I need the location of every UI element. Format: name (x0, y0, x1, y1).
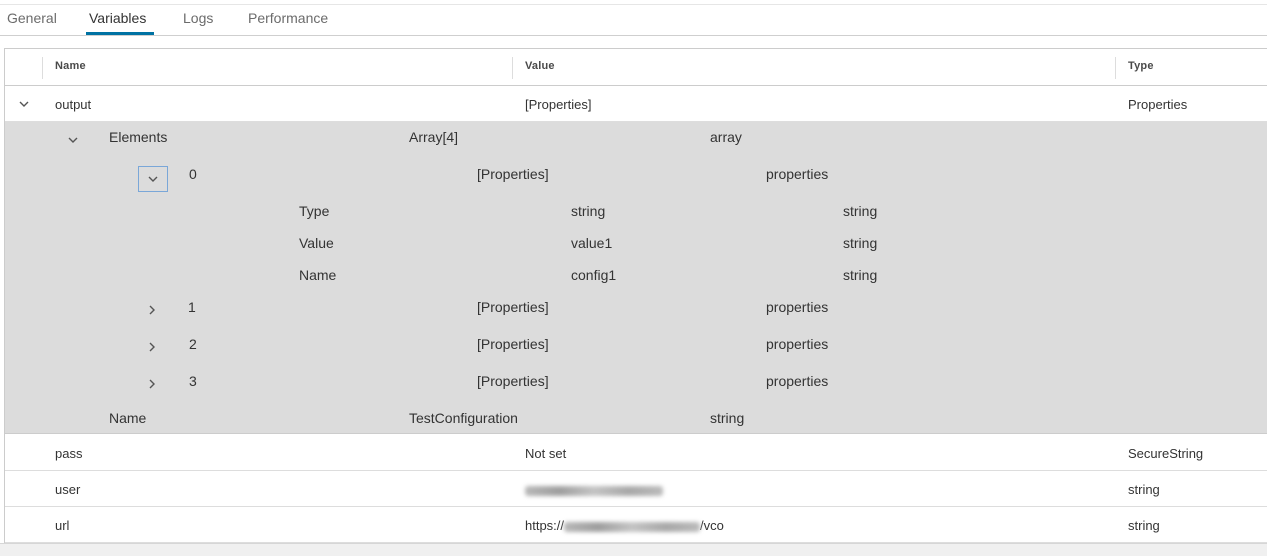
chevron-right-icon[interactable] (145, 303, 159, 317)
item-index: 1 (188, 299, 196, 315)
item-index: 3 (189, 373, 197, 389)
url-prefix: https:// (525, 518, 565, 533)
column-header-name[interactable]: Name (55, 60, 86, 72)
table-row-user[interactable]: user string (5, 471, 1267, 507)
item-type: properties (766, 166, 829, 182)
name-prop-value: TestConfiguration (409, 410, 518, 426)
item-value: [Properties] (477, 299, 549, 315)
row-value: https:// /vco (525, 518, 724, 533)
column-separator (42, 57, 43, 79)
tab-performance[interactable]: Performance (248, 10, 329, 26)
prop-name: Name (299, 267, 337, 283)
redacted-value (525, 482, 663, 497)
prop-type: string (843, 267, 878, 283)
column-header-value[interactable]: Value (525, 60, 555, 72)
row-value: Not set (525, 446, 567, 461)
row-name: url (55, 518, 70, 533)
chevron-down-icon[interactable] (66, 133, 80, 147)
active-tab-indicator (86, 32, 154, 35)
row-type: string (1128, 482, 1160, 497)
name-prop-name: Name (109, 410, 147, 426)
chevron-right-icon[interactable] (145, 377, 159, 391)
chevron-right-icon[interactable] (145, 340, 159, 354)
table-row-pass[interactable]: pass Not set SecureString (5, 435, 1267, 471)
output-detail-panel: Elements Array[4] array 0 [Properties] p… (5, 122, 1267, 434)
item-value: [Properties] (477, 336, 549, 352)
url-suffix: /vco (700, 518, 724, 533)
tab-bar: General Variables Logs Performance (0, 0, 1267, 36)
tab-general[interactable]: General (7, 10, 57, 26)
row-type: string (1128, 518, 1160, 533)
item-type: properties (766, 373, 829, 389)
variables-grid: Name Value Type output [Properties] Prop… (4, 48, 1267, 545)
prop-type: string (843, 235, 878, 251)
tab-variables[interactable]: Variables (89, 10, 147, 26)
grid-header: Name Value Type (5, 49, 1267, 86)
horizontal-scrollbar[interactable] (0, 543, 1267, 556)
column-resize-handle[interactable] (512, 57, 513, 79)
row-name: output (55, 97, 92, 112)
elements-name: Elements (109, 129, 168, 145)
item-index: 0 (189, 166, 197, 182)
column-resize-handle[interactable] (1115, 57, 1116, 79)
prop-value: string (571, 203, 606, 219)
row-name: pass (55, 446, 83, 461)
item-type: properties (766, 336, 829, 352)
elements-type: array (710, 129, 742, 145)
chevron-down-icon[interactable] (17, 97, 31, 111)
item-value: [Properties] (477, 166, 549, 182)
prop-name: Value (299, 235, 334, 251)
item-index: 2 (189, 336, 197, 352)
row-type: SecureString (1128, 446, 1204, 461)
table-row-url[interactable]: url https:// /vco string (5, 507, 1267, 543)
table-row-output[interactable]: output [Properties] Properties (5, 86, 1267, 122)
prop-type: string (843, 203, 878, 219)
row-type: Properties (1128, 97, 1188, 112)
item-type: properties (766, 299, 829, 315)
column-header-type[interactable]: Type (1128, 60, 1154, 72)
elements-value: Array[4] (409, 129, 459, 145)
item-value: [Properties] (477, 373, 549, 389)
prop-value: config1 (571, 267, 617, 283)
prop-value: value1 (571, 235, 613, 251)
chevron-down-icon[interactable] (138, 166, 168, 192)
row-value: [Properties] (525, 97, 592, 112)
top-divider (0, 4, 1267, 5)
row-name: user (55, 482, 81, 497)
redacted-host (564, 521, 701, 532)
name-prop-type: string (710, 410, 745, 426)
tab-logs[interactable]: Logs (183, 10, 214, 26)
prop-name: Type (299, 203, 330, 219)
